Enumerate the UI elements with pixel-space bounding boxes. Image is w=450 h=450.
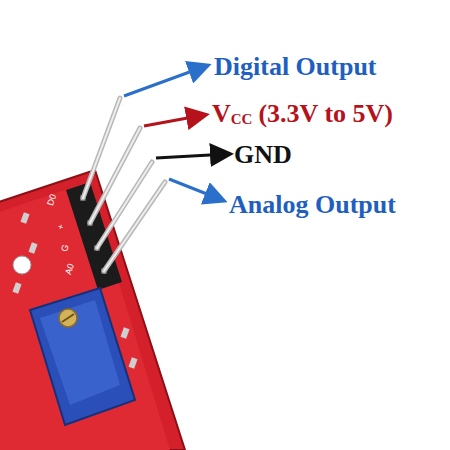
pin-label: Digital Output [214,54,377,80]
pin-label: Analog Output [229,192,396,218]
pcb-board [0,170,185,450]
potentiometer [30,288,135,425]
leader-arrow [156,154,228,158]
pin-label: V [212,101,231,127]
leader-arrow [144,115,204,126]
leader-arrow [169,179,222,200]
subscript: CC [231,112,253,127]
pin-header [66,182,122,290]
leader-arrow [124,66,206,96]
pin-label: GND [234,142,292,168]
pin-label: (3.3V to 5V) [258,101,393,127]
